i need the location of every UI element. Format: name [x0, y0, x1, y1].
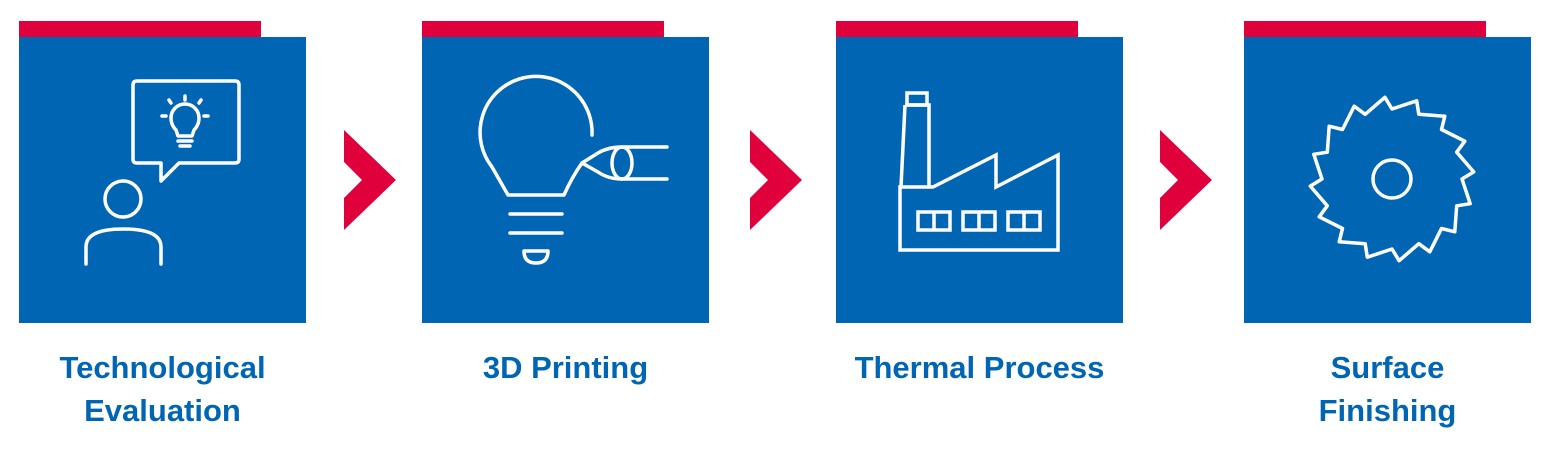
step-label-line: Evaluation [84, 393, 241, 428]
step-3d-printing: 3D Printing [422, 0, 712, 455]
step-label: 3D Printing [382, 346, 749, 389]
step-surface-finishing: Surface Finishing [1244, 0, 1534, 455]
person-idea-icon [84, 79, 241, 266]
factory-icon [898, 91, 1060, 252]
step-accent-bar [1244, 21, 1486, 38]
step-thermal-process: Thermal Process [836, 0, 1126, 455]
step-label-line: Finishing [1318, 393, 1457, 428]
chevron-right-icon [750, 130, 802, 230]
lightbulb-pen-icon [478, 74, 669, 265]
chevron-right-icon [344, 130, 396, 230]
step-accent-bar [422, 21, 664, 38]
step-technological-evaluation: Technological Evaluation [19, 0, 309, 455]
step-label-line: Surface [1330, 350, 1445, 385]
chevron-right-icon [1160, 130, 1212, 230]
step-tile [1244, 37, 1531, 323]
step-accent-bar [836, 21, 1078, 38]
step-label: Surface Finishing [1204, 346, 1554, 432]
step-label: Thermal Process [796, 346, 1163, 389]
step-tile [19, 37, 306, 323]
step-label-line: 3D Printing [482, 350, 649, 385]
step-label: Technological Evaluation [0, 346, 346, 432]
saw-blade-icon [1308, 95, 1476, 263]
step-tile [836, 37, 1123, 323]
step-accent-bar [19, 21, 261, 38]
step-tile [422, 37, 709, 323]
step-label-line: Technological [59, 350, 266, 385]
step-label-line: Thermal Process [854, 350, 1105, 385]
